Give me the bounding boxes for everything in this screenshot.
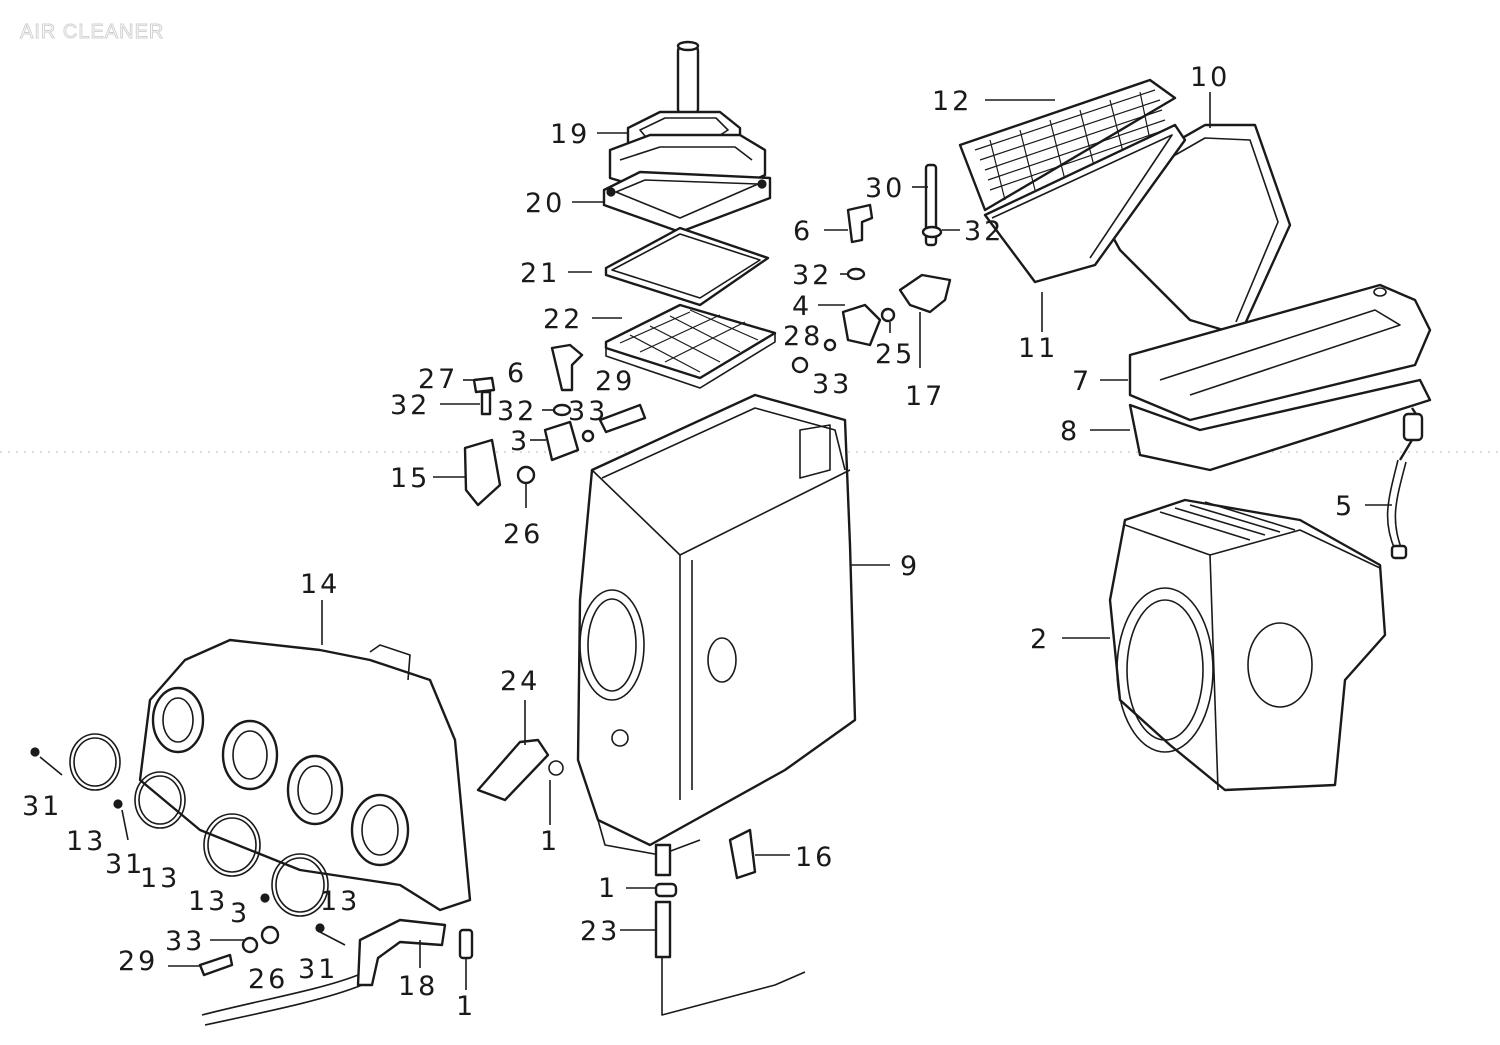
callout-20: 20 — [525, 188, 565, 219]
part-13-hose-clamps — [69, 733, 329, 917]
callout-9: 9 — [900, 551, 920, 582]
callout-13-third: 13 — [188, 886, 228, 917]
part-8-gasket — [1128, 378, 1432, 472]
callout-31-lower: 31 — [298, 954, 338, 985]
callout-7: 7 — [1072, 366, 1092, 397]
part-3-bracket-a — [543, 420, 580, 462]
callout-19: 19 — [550, 119, 590, 150]
part-33-washer-c — [241, 936, 259, 954]
callout-26-lower: 26 — [248, 964, 288, 995]
part-12-intake-grille — [958, 78, 1177, 212]
part-17-bracket — [898, 273, 952, 314]
part-5-drain-hose — [1386, 407, 1424, 560]
part-9-air-box — [576, 393, 857, 877]
part-32-screw-shank — [480, 390, 492, 416]
callout-11: 11 — [1018, 333, 1058, 364]
part-4-bracket — [841, 303, 882, 347]
part-33-washer-b — [581, 429, 595, 443]
part-26-grommet-b — [260, 925, 280, 945]
callout-3-upper: 3 — [510, 426, 530, 457]
callout-1-lower: 1 — [598, 873, 618, 904]
part-28-nut — [791, 356, 809, 374]
part-11-seal — [983, 123, 1187, 284]
part-24-elbow-fitting — [476, 738, 564, 802]
callout-6-lower: 6 — [507, 358, 527, 389]
diagram-title: AIR CLEANER — [20, 21, 164, 43]
callout-labels: 12 10 19 20 30 6 32 21 32 4 22 28 25 11 … — [22, 62, 1355, 1022]
callout-13-first: 13 — [66, 826, 106, 857]
callout-32-left: 32 — [390, 390, 430, 421]
part-6-clip-a — [846, 203, 874, 244]
part-1-clip-a — [654, 882, 678, 898]
part-18-breather-tube — [356, 918, 447, 987]
part-29-bolt-a — [598, 403, 647, 434]
callout-16: 16 — [795, 842, 835, 873]
part-20-gasket-frame — [602, 170, 772, 234]
callout-13-second: 13 — [140, 863, 180, 894]
callout-10: 10 — [1190, 62, 1230, 93]
part-30-bolt — [924, 163, 938, 247]
callout-2: 2 — [1030, 624, 1050, 655]
callout-31-mid: 31 — [105, 849, 145, 880]
callout-29-upper: 29 — [595, 366, 635, 397]
part-21-filter-sheet — [604, 226, 770, 307]
callout-25: 25 — [875, 339, 915, 370]
part-32-washer-b — [846, 267, 866, 281]
callout-14: 14 — [300, 569, 340, 600]
callout-32-upper-right: 32 — [964, 216, 1004, 247]
callout-32-center: 32 — [497, 396, 537, 427]
part-2-housing — [1108, 498, 1387, 792]
part-22-filter-element — [604, 303, 777, 389]
leader-lines — [39, 92, 1392, 990]
callout-27: 27 — [418, 364, 458, 395]
callout-32-mid: 32 — [792, 260, 832, 291]
part-25-grommet — [880, 307, 896, 323]
callout-29-lower: 29 — [118, 946, 158, 977]
callout-3-lower: 3 — [230, 898, 250, 929]
callout-5: 5 — [1335, 491, 1355, 522]
part-31-screw-a — [30, 747, 40, 757]
part-16-plate — [728, 828, 757, 880]
part-31-screw-c — [315, 923, 325, 933]
part-32-washer-a — [921, 225, 943, 239]
callout-8: 8 — [1060, 416, 1080, 447]
callout-33-lower: 33 — [165, 926, 205, 957]
callout-22: 22 — [543, 304, 583, 335]
callout-17: 17 — [905, 381, 945, 412]
callout-6-upper: 6 — [793, 216, 813, 247]
callout-18: 18 — [398, 971, 438, 1002]
part-31-screw-b — [113, 799, 123, 809]
callout-28: 28 — [783, 321, 823, 352]
callout-33-center: 33 — [568, 396, 608, 427]
callout-23: 23 — [580, 916, 620, 947]
callout-30: 30 — [865, 173, 905, 204]
part-33-washer-a — [823, 338, 837, 352]
part-1-clip-c — [458, 928, 474, 960]
part-23-drain-tube — [654, 900, 672, 959]
callout-12: 12 — [932, 86, 972, 117]
callout-26-upper: 26 — [503, 519, 543, 550]
part-7-lid — [1128, 283, 1432, 422]
part-6-clip-b — [550, 343, 584, 392]
part-29-bolt-b — [198, 953, 234, 977]
part-26-grommet-a — [516, 465, 536, 485]
callout-24: 24 — [500, 666, 540, 697]
callout-15: 15 — [390, 463, 430, 494]
part-3-screw — [260, 893, 270, 903]
callout-21: 21 — [520, 258, 560, 289]
callout-1-bottom: 1 — [456, 991, 476, 1022]
callout-4: 4 — [792, 291, 812, 322]
callout-13-fourth: 13 — [320, 886, 360, 917]
part-14-intake-manifold — [138, 638, 472, 912]
callout-1-mid: 1 — [540, 826, 560, 857]
part-27-screw — [472, 376, 496, 394]
part-15-holder — [463, 438, 502, 507]
small-hardware — [30, 163, 952, 1026]
callout-33-upper: 33 — [812, 369, 852, 400]
callout-31-left: 31 — [22, 791, 62, 822]
